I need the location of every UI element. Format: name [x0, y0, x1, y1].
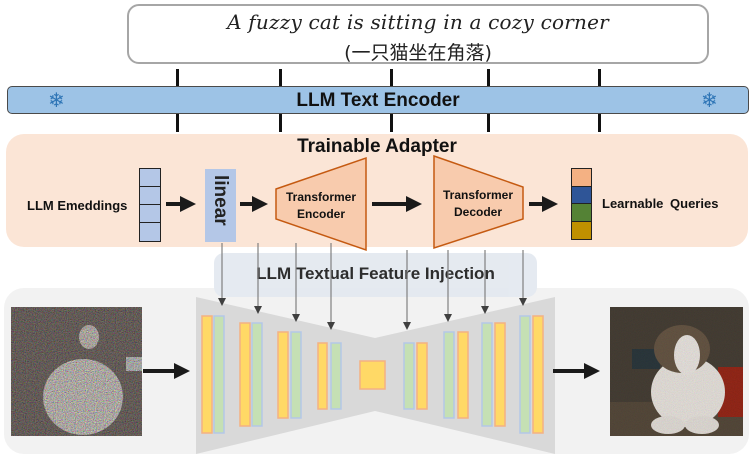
token-connector [390, 69, 393, 86]
llm-embeddings-label: LLM Emeddings [27, 198, 128, 213]
up-block-attention [519, 315, 531, 434]
prompt-english: A fuzzy cat is sitting in a cozy corner [227, 10, 609, 34]
injection-label: LLM Textual Feature Injection [256, 264, 495, 283]
text-prompt-box: A fuzzy cat is sitting in a cozy corner … [127, 4, 709, 64]
injection-arrows [218, 243, 527, 330]
transformer-encoder-block [275, 156, 367, 252]
token-connector [279, 69, 282, 86]
embedding-cell [140, 169, 160, 187]
up-block-feature [494, 322, 506, 427]
feature-injection-band: LLM Textual Feature Injection [214, 253, 537, 297]
down-block-feature [277, 331, 289, 419]
trainable-adapter: Trainable Adapter [6, 134, 748, 247]
token-connector [279, 114, 282, 132]
up-block-attention [481, 322, 493, 427]
query-cell [572, 204, 591, 222]
token-connector [598, 114, 601, 132]
transformer-encoder-label: Transformer Encoder [278, 189, 364, 223]
decoder-label-line2: Decoder [453, 205, 503, 219]
embedding-cell [140, 205, 160, 223]
up-block-attention [403, 342, 415, 410]
token-connector [390, 114, 393, 132]
down-block-feature [239, 322, 251, 427]
encoder-label-line2: Encoder [296, 207, 345, 221]
noisy-input-image [11, 307, 142, 436]
up-block-feature [416, 342, 428, 410]
decoder-label-line1: Transformer [442, 188, 514, 202]
prompt-chinese: (一只猫坐在角落) [344, 42, 492, 64]
token-connector [487, 69, 490, 86]
snowflake-icon: ❄ [48, 88, 65, 112]
up-block-feature [457, 331, 469, 419]
snowflake-icon: ❄ [701, 88, 718, 112]
llm-text-encoder: ❄ LLM Text Encoder ❄ [7, 86, 749, 114]
denoised-output-image [610, 307, 743, 436]
query-cell [572, 169, 591, 187]
up-blocks [403, 315, 544, 434]
embedding-vector [139, 168, 161, 242]
token-connector [176, 69, 179, 86]
linear-label: linear [210, 175, 231, 226]
up-block-feature [532, 315, 544, 434]
down-block-attention [251, 322, 263, 427]
down-block-attention [290, 331, 302, 419]
adapter-title: Trainable Adapter [297, 136, 457, 157]
token-connector [487, 114, 490, 132]
bottleneck-block [359, 360, 386, 390]
encoder-label-line1: Transformer [285, 190, 357, 204]
token-connector [598, 69, 601, 86]
transformer-decoder-block [433, 154, 524, 250]
down-block-feature [317, 342, 328, 410]
linear-layer: linear [205, 169, 236, 242]
down-block-attention [213, 315, 225, 434]
encoder-label: LLM Text Encoder [296, 90, 460, 111]
down-blocks [201, 315, 342, 434]
learnable-queries-vector [571, 168, 592, 240]
query-cell [572, 221, 591, 239]
learnable-queries-label: Learnable Queries [602, 196, 719, 211]
up-block-attention [443, 331, 455, 419]
embedding-cell [140, 187, 160, 205]
token-connector [176, 114, 179, 132]
query-cell [572, 186, 591, 204]
transformer-decoder-label: Transformer Decoder [435, 187, 521, 221]
down-block-feature [201, 315, 213, 434]
down-block-attention [330, 342, 342, 410]
